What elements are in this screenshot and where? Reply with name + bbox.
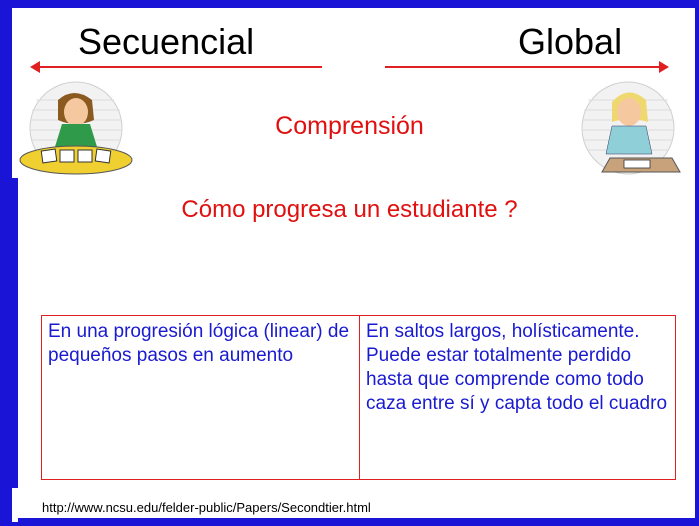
- source-url[interactable]: http://www.ncsu.edu/felder-public/Papers…: [42, 500, 371, 515]
- slide-title: Comprensión: [275, 112, 424, 140]
- student-cards-icon: [19, 81, 133, 175]
- right-arrow-icon: [385, 61, 669, 73]
- main-panel: [18, 178, 695, 518]
- comparison-table: En una progresión lógica (linear) de peq…: [41, 315, 676, 480]
- slide-question: Cómo progresa un estudiante ?: [181, 196, 518, 223]
- left-arrow-icon: [30, 61, 322, 73]
- sequential-description: En una progresión lógica (linear) de peq…: [42, 316, 360, 479]
- global-label: Global: [518, 21, 623, 62]
- student-thinking-icon: [581, 81, 681, 175]
- bottom-left-panel: [12, 488, 18, 522]
- top-panel: [12, 8, 695, 178]
- global-description: En saltos largos, holísticamente. Puede …: [366, 321, 668, 414]
- sequential-label: Secuencial: [78, 21, 255, 62]
